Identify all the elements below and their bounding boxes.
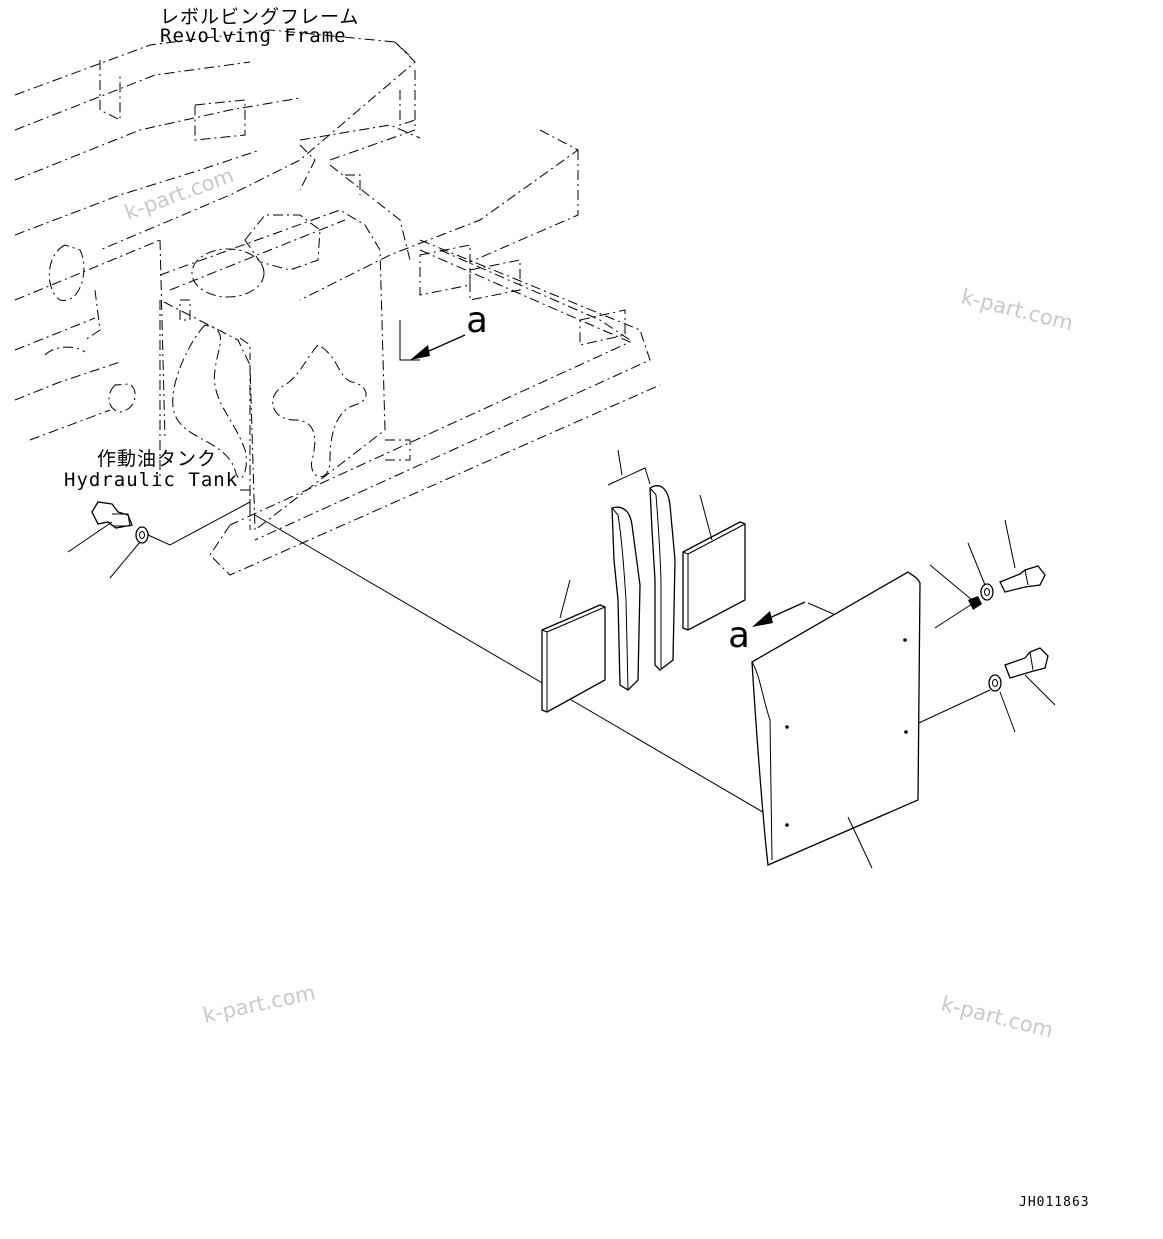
hydraulic-tank-outline [159,209,411,531]
revolving-frame-outline [14,29,661,576]
view-arrow-a-upper [410,334,466,360]
washer-right-upper [980,583,994,601]
cushion-pad-right [682,521,746,631]
washer-right-lower [988,674,1002,692]
revolving-frame-label-en: Revolving Frame [160,25,347,47]
tank-cover-plate [751,571,921,866]
view-arrow-label-upper: a [466,300,488,341]
view-arrow-a-lower [752,601,806,627]
drawing-number: JH011863 [1019,1195,1090,1210]
bolt-right-lower [1004,647,1049,679]
hydraulic-tank-label-jp: 作動油タンク [97,448,218,470]
washer-left [135,526,149,544]
seal-strip-right [649,485,676,671]
cushion-pad-left [541,604,606,713]
bolt-left [91,501,133,529]
hydraulic-tank-label-en: Hydraulic Tank [64,469,239,491]
seal-strip-left [607,467,651,691]
bolt-right-upper [999,565,1046,593]
callout-leaders [67,449,1056,869]
view-arrow-label-lower: a [728,615,750,656]
revolving-frame-label-jp: レボルビングフレーム [160,6,360,28]
